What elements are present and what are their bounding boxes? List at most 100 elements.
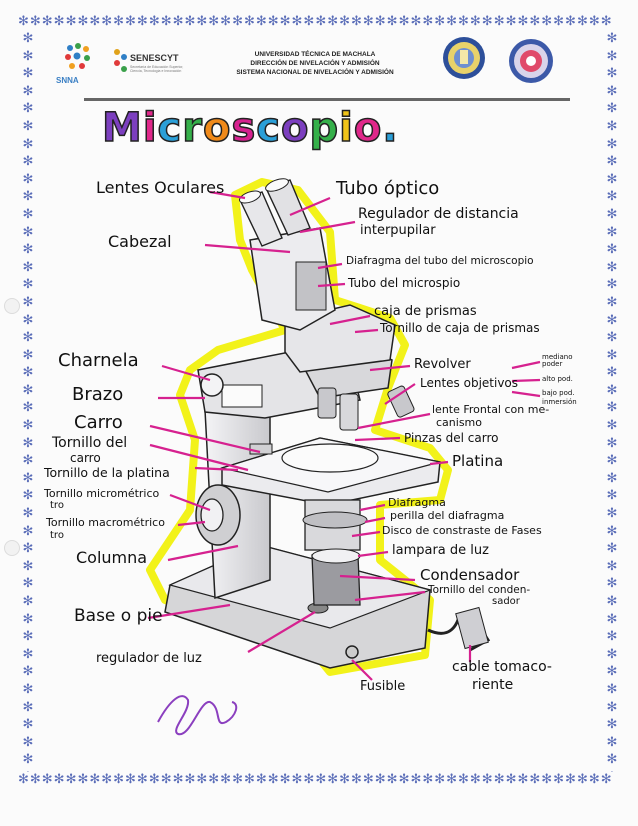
label-tornillo-platina: Tornillo de la platina (44, 465, 170, 480)
leader-lines (147, 190, 541, 681)
label-tornillo-condensador-2: sador (492, 596, 520, 607)
label-charnela: Charnela (58, 350, 139, 371)
title-letter: r (182, 105, 203, 151)
senescyt-logo: SENESCYT Secretaría de Educación Superio… (112, 43, 192, 83)
title-letter: c (256, 105, 281, 151)
snna-logo-icon (65, 43, 90, 69)
header-line-2: DIRECCIÓN DE NIVELACIÓN Y ADMISIÓN (250, 60, 380, 67)
label-caja-prismas: caja de prismas (374, 304, 477, 319)
leader-platina (429, 460, 449, 466)
stage-dial (281, 443, 379, 473)
leader-regulador (299, 220, 356, 234)
label-tornillo-caja: Tornillo de caja de prismas (380, 321, 540, 335)
leader-lampara (357, 550, 389, 558)
objective-1 (317, 387, 337, 419)
leader-tornillo-condensador (354, 590, 426, 602)
stage-clip (249, 443, 273, 455)
leader-tubo-optico (289, 196, 331, 217)
title-letter: p (309, 105, 340, 151)
leader-diafragma (359, 503, 386, 512)
binder-hole (4, 540, 20, 556)
label-fusible: Fusible (360, 679, 406, 694)
page-title-text: Microscopio. (101, 105, 399, 151)
label-alto-poder: alto pod. (542, 375, 573, 383)
objective-3 (387, 385, 415, 418)
leader-tornillo-carro (149, 443, 249, 472)
star-border-right: ✻✻✻✻✻✻✻✻✻✻✻✻✻✻✻✻✻✻✻✻✻✻✻✻✻✻✻✻✻✻✻✻✻✻✻✻✻✻✻✻… (606, 31, 618, 772)
condenser-ring (302, 511, 368, 529)
label-perilla-diafragma: perilla del diafragma (390, 509, 505, 522)
leader-tubo (317, 282, 346, 288)
label-disco-contraste: Disco de constraste de Fases (382, 524, 542, 537)
leader-lentes-oculares (209, 190, 246, 200)
arm-window (221, 384, 263, 408)
label-cable-1: cable tomaco- (452, 659, 552, 675)
leader-alto (511, 378, 541, 383)
signature-icon (157, 695, 238, 736)
leader-objetivos (384, 383, 416, 405)
label-regulador-luz: regulador de luz (96, 651, 202, 666)
label-tornillo-carro-2: carro (70, 451, 101, 465)
label-mediano-poder: mediano poder (542, 353, 573, 369)
label-tubo-optico: Tubo óptico (336, 178, 440, 199)
leader-caja (329, 314, 371, 326)
leader-perilla (364, 516, 386, 524)
label-carro: Carro (74, 412, 123, 433)
label-cabezal: Cabezal (108, 232, 172, 251)
label-macrometrico-2: tro (50, 530, 64, 541)
title-letter: i (142, 105, 158, 151)
leader-columna (167, 544, 239, 562)
label-cable-2: riente (472, 677, 514, 693)
label-condensador: Condensador (420, 566, 520, 584)
label-lentes-objetivos: Lentes objetivos (420, 376, 519, 390)
label-base: Base o pie (74, 606, 163, 626)
leader-charnela (161, 364, 211, 382)
title-letter: o (280, 105, 310, 151)
label-columna: Columna (76, 548, 148, 567)
header-divider (84, 98, 570, 101)
label-regulador-1: Regulador de distancia (358, 206, 519, 222)
leader-pinzas (354, 436, 401, 442)
leader-revolver (369, 364, 411, 372)
lamp-top (311, 548, 361, 564)
label-pinzas: Pinzas del carro (404, 431, 499, 445)
label-tornillo-condensador-1: Tornillo del conden- (428, 584, 531, 596)
eyepiece-right-lens (265, 178, 289, 192)
star-border-top: ✻✻✻✻✻✻✻✻✻✻✻✻✻✻✻✻✻✻✻✻✻✻✻✻✻✻✻✻✻✻✻✻✻✻✻✻✻✻✻✻… (18, 14, 613, 29)
leader-cabezal (204, 243, 291, 254)
label-tubo-microscopio: Tubo del microspio (348, 276, 461, 290)
power-plug (455, 606, 489, 650)
star-border-bottom: ✻✻✻✻✻✻✻✻✻✻✻✻✻✻✻✻✻✻✻✻✻✻✻✻✻✻✻✻✻✻✻✻✻✻✻✻✻✻✻✻… (18, 772, 613, 787)
label-bajo-poder: bajo pod. (542, 389, 575, 397)
star-border-left: ✻✻✻✻✻✻✻✻✻✻✻✻✻✻✻✻✻✻✻✻✻✻✻✻✻✻✻✻✻✻✻✻✻✻✻✻✻✻✻✻… (22, 31, 34, 772)
binder-hole (4, 298, 20, 314)
senescyt-logo-text: SENESCYT (130, 53, 179, 63)
leader-base (147, 603, 231, 620)
title-letter: c (157, 105, 183, 151)
label-platina: Platina (452, 452, 504, 470)
title-letter: o (202, 105, 232, 151)
senescyt-mark-icon (114, 49, 127, 72)
leader-lente-frontal (357, 412, 431, 430)
leader-bajo (511, 390, 541, 398)
label-diafragma: Diafragma (388, 496, 446, 509)
leader-carro (149, 424, 261, 454)
fusible-knob (345, 645, 359, 659)
leader-tornillo-platina (194, 466, 239, 472)
title-letter: . (382, 105, 399, 151)
header-institution: UNIVERSIDAD TÉCNICA DE MACHALA DIRECCIÓN… (190, 50, 440, 77)
label-lampara: lampara de luz (392, 543, 489, 558)
title-letter: M (101, 105, 143, 151)
leader-mediano (511, 360, 541, 370)
page-title: Microscopio. (101, 105, 399, 151)
eyepiece-left-lens (239, 190, 261, 204)
label-revolver: Revolver (414, 357, 471, 372)
leader-macrometrico (177, 520, 206, 527)
label-lentes-oculares: Lentes Oculares (96, 178, 225, 197)
objective-2 (339, 393, 359, 431)
label-tornillo-carro-1: Tornillo del (52, 435, 128, 451)
label-micrometrico-2: tro (50, 500, 64, 511)
label-lente-frontal-1: lente Frontal con me- (432, 403, 550, 416)
